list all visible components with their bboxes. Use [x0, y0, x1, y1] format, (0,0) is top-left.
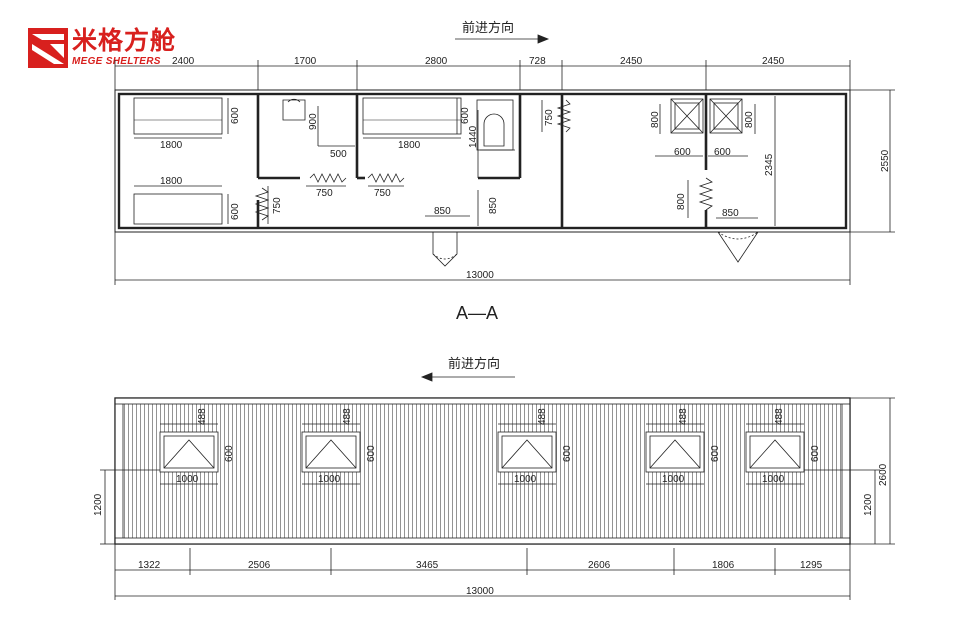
room-depth: 2345 — [764, 153, 775, 176]
bed-length-2: 1800 — [160, 176, 183, 187]
brand-logo: 米格方舱 MEGE SHELTERS — [28, 26, 208, 72]
elevation-window-icon — [645, 423, 705, 473]
floor-plan: 前进方向 — [114, 20, 895, 323]
window-dim-d: 750 — [544, 109, 555, 126]
toilet-depth: 900 — [308, 113, 319, 130]
window-dim-a: 750 — [316, 188, 333, 199]
window-height-dim-2: 600 — [366, 445, 377, 462]
window-top-dim-1: 488 — [197, 408, 208, 425]
door-offset: 850 — [488, 197, 499, 214]
plan-overall-width: 2550 — [880, 149, 891, 172]
elevation-direction-label: 前进方向 — [448, 356, 500, 371]
side-elevation: 前进方向 — [100, 356, 895, 600]
vent-width-1: 600 — [674, 147, 691, 158]
door-dim-a: 850 — [434, 206, 451, 217]
bed-length-1: 1800 — [160, 140, 183, 151]
elevation-direction-arrow-icon — [420, 372, 515, 382]
window-symbol-icon — [254, 99, 714, 221]
top-dim-2: 1700 — [294, 56, 317, 67]
vent-height-1: 800 — [650, 111, 661, 128]
vent-icon — [670, 98, 704, 134]
bed-width-2: 600 — [230, 203, 241, 220]
vent-width-2: 600 — [714, 147, 731, 158]
toilet-width: 500 — [330, 149, 347, 160]
bottom-dim-3: 3465 — [416, 560, 439, 571]
window-height-dim-5: 600 — [810, 445, 821, 462]
top-dim-6: 2450 — [762, 56, 785, 67]
door-swing-icon — [717, 231, 759, 263]
window-width-dim-2: 1000 — [318, 474, 341, 485]
elevation-dimension-labels: 488 488 488 488 488 600 600 600 600 600 … — [93, 408, 889, 597]
bottom-dim-5: 1806 — [712, 560, 735, 571]
window-width-dim-5: 1000 — [762, 474, 785, 485]
section-label: A—A — [456, 303, 498, 323]
elevation-window-icon — [301, 423, 361, 473]
bottom-dim-4: 2606 — [588, 560, 611, 571]
brand-name-en: MEGE SHELTERS — [72, 56, 161, 67]
bed-width-1: 600 — [230, 107, 241, 124]
top-dim-3: 2800 — [425, 56, 448, 67]
bottom-dim-2: 2506 — [248, 560, 271, 571]
window-width-dim-3: 1000 — [514, 474, 537, 485]
window-top-dim-4: 488 — [678, 408, 689, 425]
window-dim-c: 750 — [272, 197, 283, 214]
vent-height-3: 800 — [676, 193, 687, 210]
vent-icon — [709, 98, 743, 134]
top-dim-1: 2400 — [172, 56, 195, 67]
brand-name-cn: 米格方舱 — [72, 26, 177, 55]
plan-dimension-labels: 2400 1700 2800 728 2450 2450 1800 1800 1… — [160, 56, 891, 281]
elevation-window-icon — [497, 423, 557, 473]
plan-direction-label: 前进方向 — [462, 20, 514, 35]
window-top-dim-2: 488 — [342, 408, 353, 425]
top-dim-4: 728 — [529, 56, 546, 67]
shower-depth: 1440 — [468, 125, 479, 148]
window-height-dim-1: 600 — [224, 445, 235, 462]
door-swing-icon — [432, 232, 458, 267]
window-width-dim-1: 1000 — [176, 474, 199, 485]
window-dim-b: 750 — [374, 188, 391, 199]
plan-overall-length: 13000 — [466, 270, 494, 281]
bottom-dim-6: 1295 — [800, 560, 823, 571]
elevation-window-icon — [745, 423, 805, 473]
elevation-overall-height: 2600 — [878, 463, 889, 486]
sill-height-right: 1200 — [863, 493, 874, 516]
brand-mark-icon — [28, 28, 68, 68]
sill-height-left: 1200 — [93, 493, 104, 516]
bed-width-3: 600 — [460, 107, 471, 124]
door-dim-b: 850 — [722, 208, 739, 219]
window-height-dim-4: 600 — [710, 445, 721, 462]
window-top-dim-3: 488 — [537, 408, 548, 425]
bottom-dim-1: 1322 — [138, 560, 161, 571]
window-width-dim-4: 1000 — [662, 474, 685, 485]
elevation-window-icon — [159, 423, 219, 473]
window-top-dim-5: 488 — [774, 408, 785, 425]
plan-direction-arrow-icon — [455, 34, 550, 44]
top-dim-5: 2450 — [620, 56, 643, 67]
window-height-dim-3: 600 — [562, 445, 573, 462]
elevation-overall-length: 13000 — [466, 586, 494, 597]
vent-height-2: 800 — [744, 111, 755, 128]
bed-length-3: 1800 — [398, 140, 421, 151]
